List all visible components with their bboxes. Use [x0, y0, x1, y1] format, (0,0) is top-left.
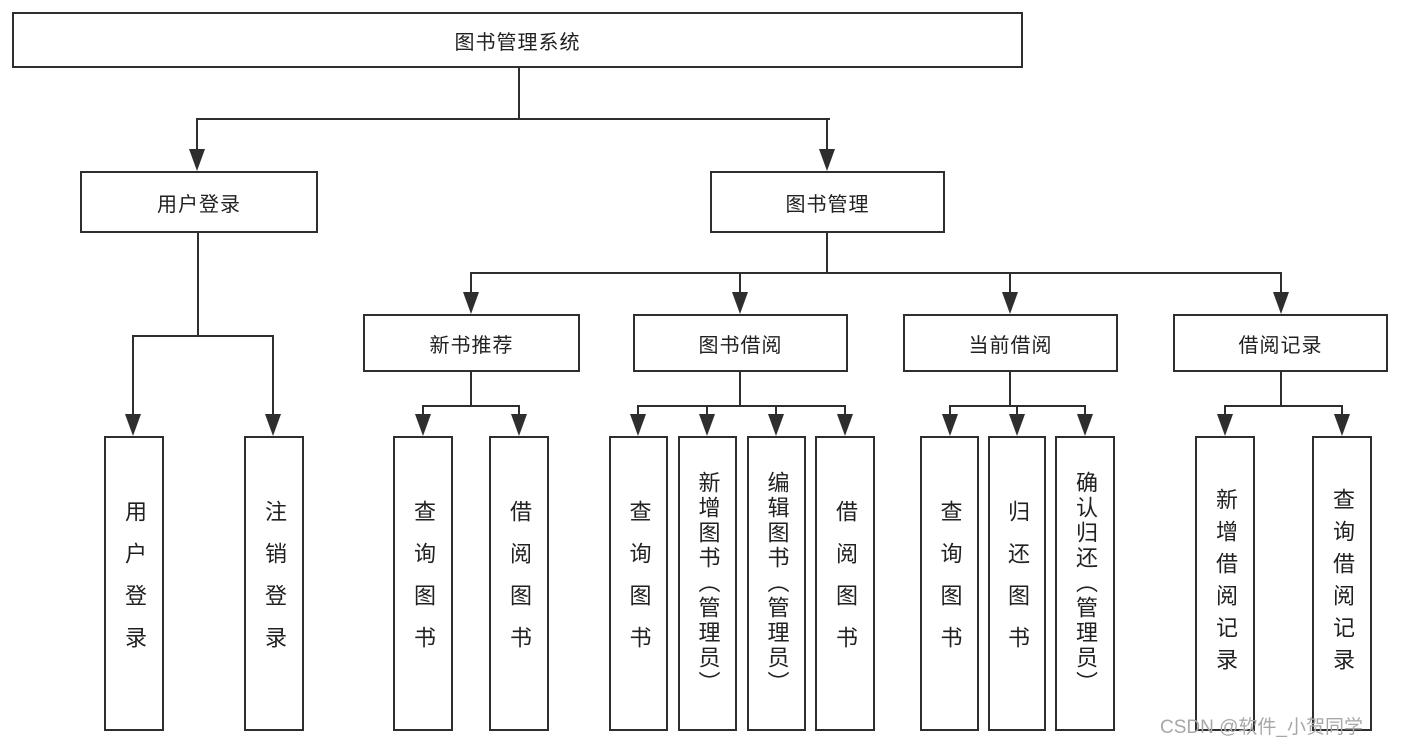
- node-label: 注销登录: [262, 499, 287, 668]
- node-label: 查询图书: [626, 499, 652, 668]
- leaf-logout: 注销登录: [244, 436, 304, 731]
- leaf-query-books-current: 查询图书: [920, 436, 979, 731]
- node-current-borrowing: 当前借阅: [903, 314, 1118, 372]
- leaf-borrow-books-recommend: 借阅图书: [489, 436, 549, 731]
- connector-line: [132, 335, 274, 337]
- arrowhead-icon: [732, 292, 748, 314]
- arrowhead-icon: [463, 292, 479, 314]
- connector-line: [132, 335, 134, 416]
- arrowhead-icon: [942, 414, 958, 436]
- node-label: 用户登录: [157, 193, 241, 216]
- connector-line: [1224, 405, 1226, 416]
- node-book-management: 图书管理: [710, 171, 945, 233]
- connector-line: [1280, 272, 1282, 294]
- node-book-borrowing: 图书借阅: [633, 314, 848, 372]
- node-label: 图书管理: [785, 193, 870, 216]
- connector-line: [1009, 372, 1011, 407]
- connector-line: [422, 405, 520, 407]
- connector-line: [470, 272, 472, 294]
- arrowhead-icon: [1077, 414, 1093, 436]
- arrowhead-icon: [819, 149, 835, 171]
- connector-line: [826, 118, 828, 151]
- arrowhead-icon: [1217, 414, 1233, 436]
- connector-line: [197, 233, 199, 337]
- node-label: 图书管理系统: [454, 31, 581, 54]
- node-label: 确认归还（管理员）: [1073, 471, 1098, 696]
- leaf-query-books-recommend: 查询图书: [393, 436, 453, 731]
- connector-line: [949, 405, 951, 416]
- connector-line: [518, 67, 520, 120]
- connector-line: [272, 335, 274, 416]
- node-label: 用户登录: [122, 499, 147, 668]
- connector-line: [739, 272, 741, 294]
- node-label: 借阅图书: [833, 499, 858, 668]
- node-label: 新书推荐: [429, 334, 514, 357]
- arrowhead-icon: [1334, 414, 1350, 436]
- node-library-management-system: 图书管理系统: [12, 12, 1023, 68]
- arrowhead-icon: [189, 149, 205, 171]
- connector-line: [470, 372, 472, 407]
- connector-line: [1016, 405, 1018, 416]
- leaf-edit-books-admin: 编辑图书（管理员）: [747, 436, 806, 731]
- node-label: 借阅图书: [507, 499, 532, 668]
- arrowhead-icon: [1273, 292, 1289, 314]
- connector-line: [196, 118, 830, 120]
- arrowhead-icon: [1002, 292, 1018, 314]
- node-label: 借阅记录: [1238, 334, 1323, 357]
- connector-line: [637, 405, 639, 416]
- connector-line: [1009, 272, 1011, 294]
- arrowhead-icon: [1009, 414, 1025, 436]
- arrowhead-icon: [415, 414, 431, 436]
- connector-line: [826, 233, 828, 274]
- connector-line: [1280, 372, 1282, 407]
- csdn-watermark: CSDN @软件_小贺同学: [1160, 717, 1363, 738]
- arrowhead-icon: [265, 414, 281, 436]
- leaf-confirm-return-admin: 确认归还（管理员）: [1055, 436, 1115, 731]
- leaf-add-books-admin: 新增图书（管理员）: [678, 436, 737, 731]
- arrowhead-icon: [699, 414, 715, 436]
- connector-line: [706, 405, 708, 416]
- connector-line: [844, 405, 846, 416]
- node-label: 编辑图书（管理员）: [764, 471, 790, 696]
- arrowhead-icon: [511, 414, 527, 436]
- connector-line: [422, 405, 424, 416]
- node-label: 新增图书（管理员）: [695, 471, 721, 696]
- connector-line: [739, 372, 741, 407]
- connector-line: [196, 118, 198, 151]
- node-new-book-recommend: 新书推荐: [363, 314, 580, 372]
- leaf-borrow-books: 借阅图书: [815, 436, 875, 731]
- node-label: 查询图书: [937, 499, 963, 668]
- connector-line: [1084, 405, 1086, 416]
- leaf-query-books-borrow: 查询图书: [609, 436, 668, 731]
- connector-line: [1341, 405, 1343, 416]
- arrowhead-icon: [630, 414, 646, 436]
- node-label: 查询图书: [411, 499, 436, 668]
- connector-line: [470, 272, 1282, 274]
- arrowhead-icon: [125, 414, 141, 436]
- node-label: 查询借阅记录: [1330, 487, 1355, 680]
- arrowhead-icon: [837, 414, 853, 436]
- leaf-add-borrow-record: 新增借阅记录: [1195, 436, 1255, 731]
- node-label: 图书借阅: [698, 334, 783, 357]
- leaf-return-books: 归还图书: [988, 436, 1046, 731]
- node-borrowing-records: 借阅记录: [1173, 314, 1388, 372]
- connector-line: [775, 405, 777, 416]
- connector-line: [518, 405, 520, 416]
- node-label: 新增借阅记录: [1213, 487, 1238, 680]
- connector-line: [637, 405, 846, 407]
- node-user-login: 用户登录: [80, 171, 318, 233]
- connector-line: [1224, 405, 1343, 407]
- node-label: 归还图书: [1005, 499, 1030, 668]
- leaf-query-borrow-record: 查询借阅记录: [1312, 436, 1372, 731]
- node-label: 当前借阅: [968, 334, 1053, 357]
- leaf-user-login: 用户登录: [104, 436, 164, 731]
- arrowhead-icon: [768, 414, 784, 436]
